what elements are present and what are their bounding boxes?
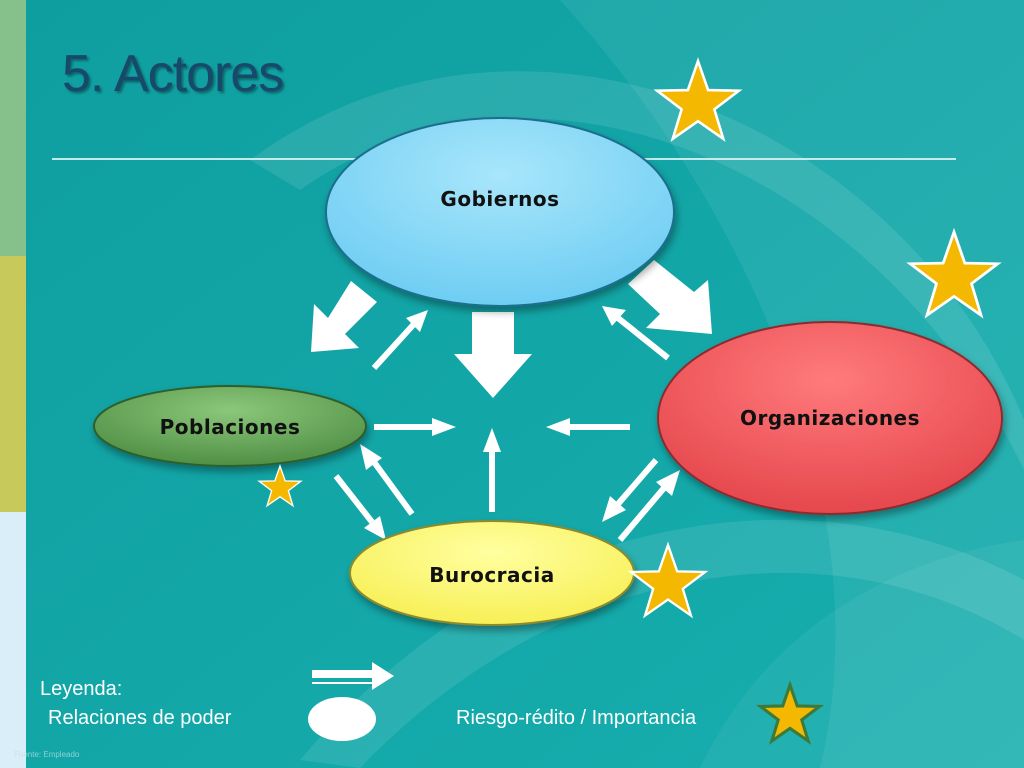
node-poblaciones-label: Poblaciones: [160, 415, 301, 439]
star-icon: [655, 59, 741, 141]
legend-title: Leyenda:: [40, 678, 123, 700]
legend-risk-importance: Riesgo-rédito / Importancia: [456, 707, 697, 729]
footer-credit: Fuente: Empleado: [14, 750, 80, 759]
slide-title: 5. Actores: [62, 45, 284, 103]
power-arrows-thin: [333, 306, 680, 542]
legend-star-icon: [758, 683, 822, 743]
side-band-light: [0, 512, 26, 768]
node-gobiernos: Gobiernos: [325, 117, 675, 307]
star-icon: [908, 230, 1000, 317]
power-arrows-thick: [311, 260, 712, 398]
node-poblaciones: Poblaciones: [93, 385, 367, 467]
arrow-icon: [628, 260, 712, 334]
legend-arrow-icon: [312, 662, 394, 690]
node-burocracia-label: Burocracia: [429, 563, 555, 587]
node-gobiernos-label: Gobiernos: [440, 187, 559, 211]
node-organizaciones-label: Organizaciones: [740, 406, 920, 430]
star-icon: [629, 543, 707, 617]
legend-ellipse-icon: [308, 697, 376, 741]
arrow-icon: [454, 312, 532, 398]
arrow-icon: [311, 281, 377, 352]
side-band-green: [0, 0, 26, 256]
legend-graphics: [308, 662, 822, 743]
node-burocracia: Burocracia: [349, 520, 635, 626]
side-band-olive: [0, 256, 26, 512]
star-icon: [258, 465, 302, 507]
legend-power-relations: Relaciones de poder: [48, 707, 232, 729]
node-organizaciones: Organizaciones: [657, 321, 1003, 515]
